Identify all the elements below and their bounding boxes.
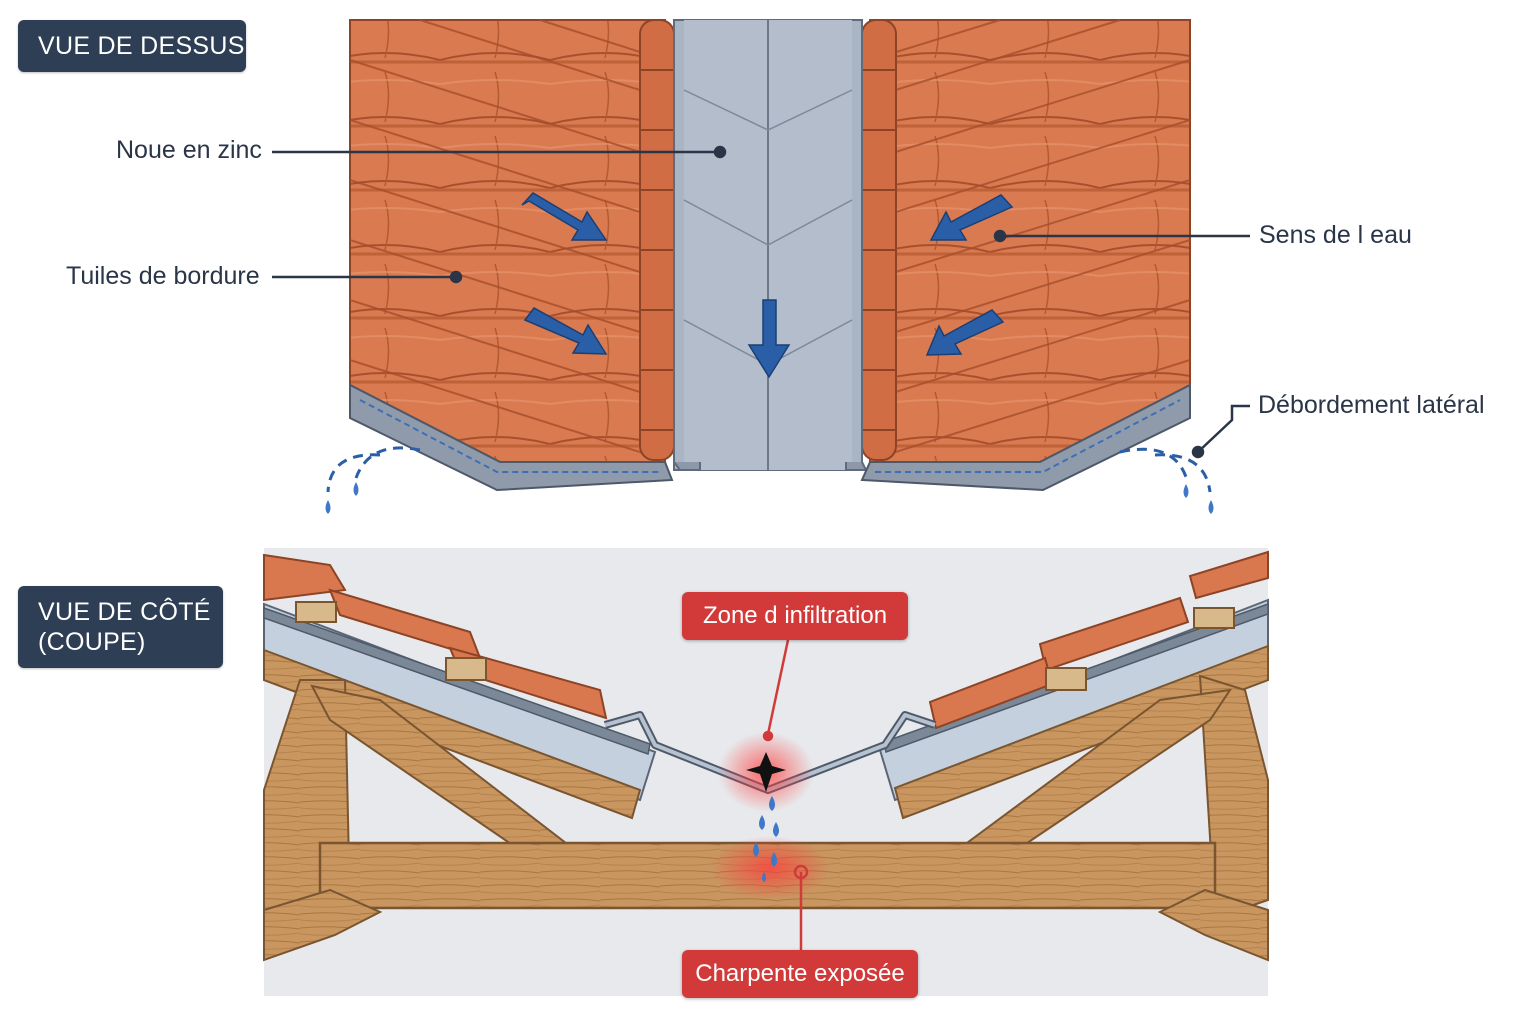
- edge-tiles-label: Tuiles de bordure: [66, 262, 260, 291]
- zinc-valley: [674, 20, 866, 470]
- side-view-title-line1: VUE DE CÔTÉ: [38, 597, 223, 627]
- frame-damage-glow: [710, 836, 830, 900]
- top-view: [326, 20, 1214, 514]
- side-view-title: VUE DE CÔTÉ (COUPE): [18, 586, 223, 668]
- right-overflow-drips: [1120, 449, 1214, 514]
- infiltration-label: Zone d infiltration: [682, 592, 908, 640]
- side-view-title-line2: (COUPE): [38, 627, 223, 657]
- water-direction-label: Sens de l eau: [1259, 221, 1412, 250]
- left-edge-tiles: [640, 20, 674, 460]
- left-overflow-drips: [326, 448, 421, 514]
- top-view-title: VUE DE DESSUS: [18, 20, 246, 72]
- exposed-frame-label: Charpente exposée: [682, 950, 918, 998]
- right-edge-tiles: [862, 20, 896, 460]
- valley-label: Noue en zinc: [116, 136, 262, 165]
- left-tile-field: [350, 20, 665, 462]
- right-tile-field: [870, 20, 1190, 462]
- overflow-label: Débordement latéral: [1258, 391, 1485, 420]
